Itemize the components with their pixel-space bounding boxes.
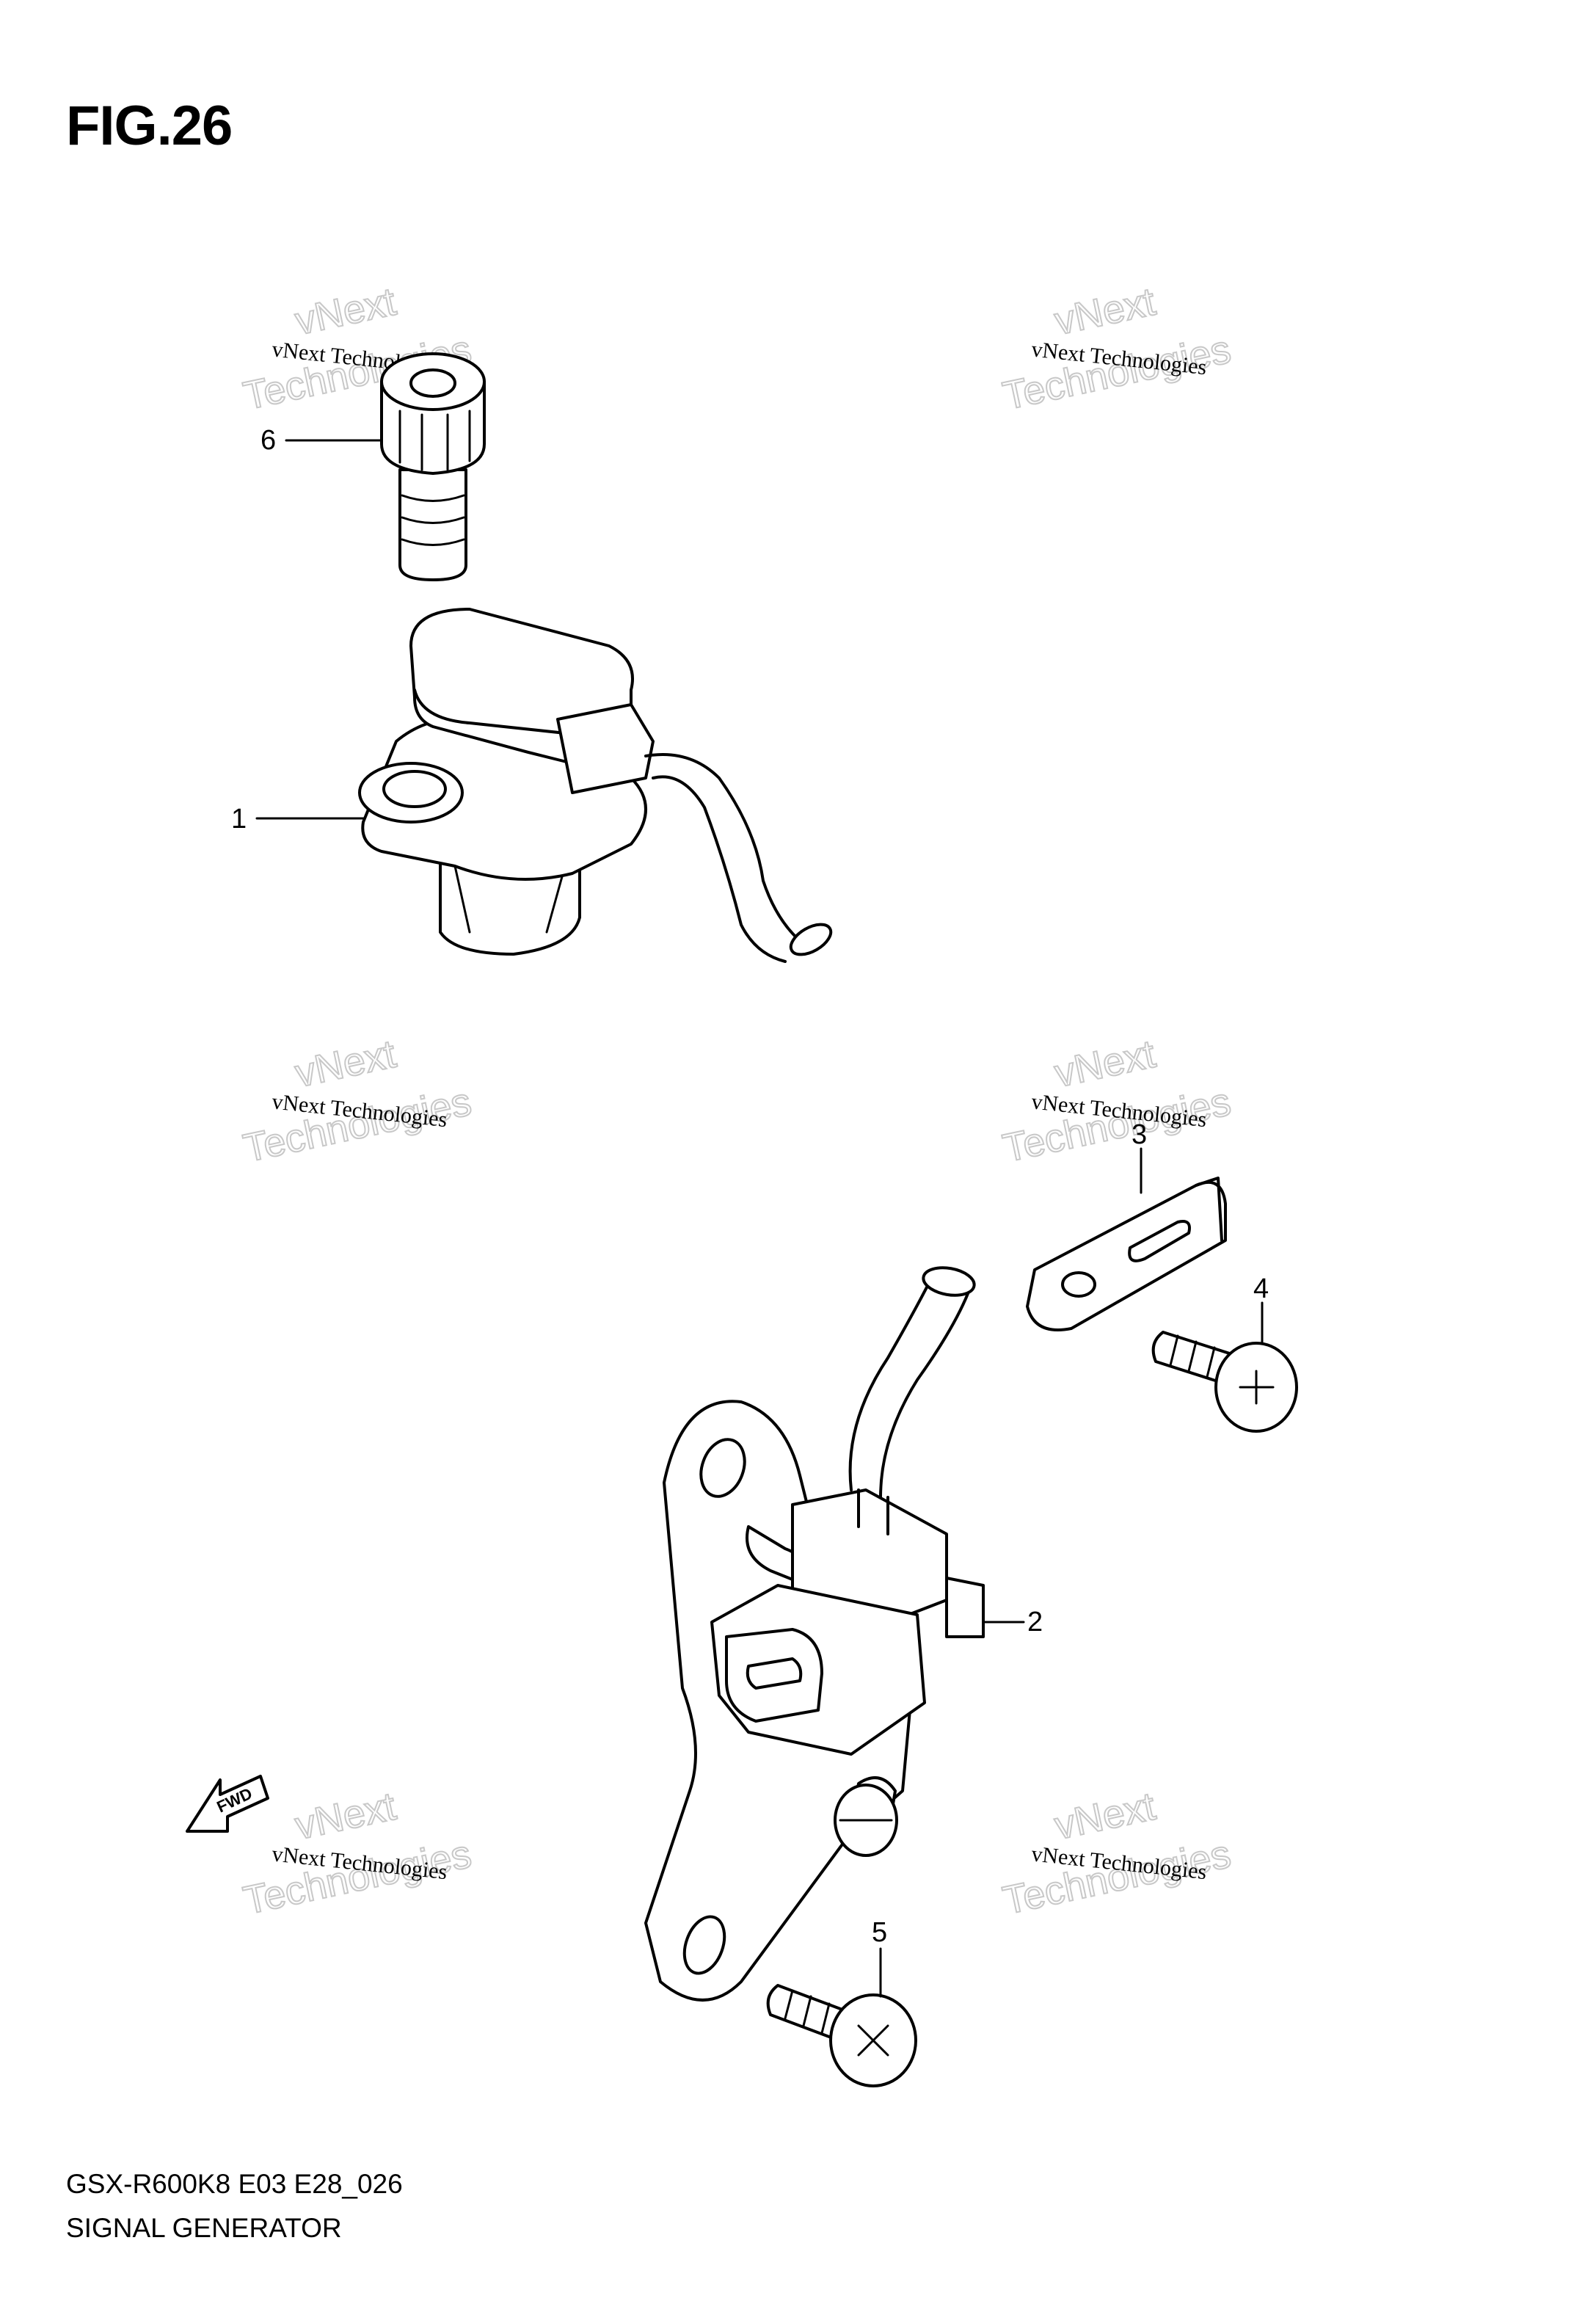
watermark-2: Technologies vNext vNext Technologies	[999, 279, 1236, 419]
part-3-bracket	[1026, 1177, 1227, 1331]
watermark-4: Technologies vNext vNext Technologies	[999, 1031, 1236, 1171]
svg-text:vNext: vNext	[1051, 280, 1159, 343]
diagram-name: SIGNAL GENERATOR	[66, 2213, 342, 2243]
callout-1: 1	[231, 804, 247, 835]
svg-text:vNext: vNext	[291, 280, 400, 343]
fwd-arrow: FWD	[186, 1775, 269, 1833]
leader-lines	[255, 439, 1264, 1998]
callout-5: 5	[872, 1917, 887, 1948]
figure-title: FIG.26	[66, 95, 233, 157]
callout-4: 4	[1253, 1273, 1269, 1304]
callout-6: 6	[260, 425, 276, 456]
part-2-signal-generator	[644, 1266, 985, 2002]
svg-text:vNext: vNext	[1051, 1784, 1159, 1848]
watermark-5: Technologies vNext vNext Technologies	[239, 1784, 476, 1924]
watermark-3: Technologies vNext vNext Technologies	[239, 1031, 476, 1171]
svg-text:vNext: vNext	[291, 1032, 400, 1096]
part-4-screw	[1151, 1331, 1298, 1433]
svg-text:vNext: vNext	[291, 1784, 400, 1848]
part-6-bolt	[380, 352, 486, 581]
callout-3: 3	[1132, 1119, 1147, 1150]
callout-2: 2	[1027, 1607, 1043, 1637]
watermark-6: Technologies vNext vNext Technologies	[999, 1784, 1236, 1924]
svg-text:vNext: vNext	[1051, 1032, 1159, 1096]
part-1-sensor	[358, 608, 833, 963]
part-5-screw	[766, 1984, 917, 2087]
diagram-code: GSX-R600K8 E03 E28_026	[66, 2169, 403, 2199]
